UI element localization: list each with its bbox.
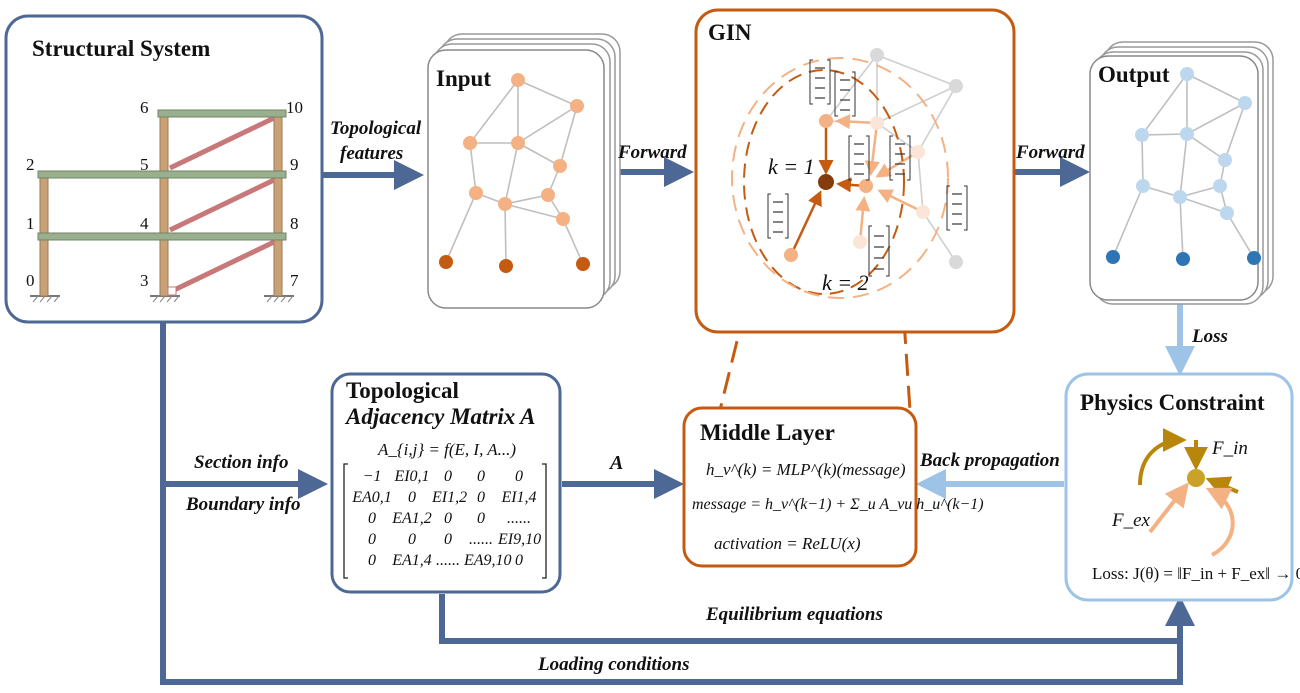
- node-number-5: 5: [140, 155, 149, 174]
- adjacency-panel: [330, 372, 562, 594]
- matrix-cell: 0: [444, 531, 452, 548]
- label-back-propagation: Back propagation: [920, 450, 1060, 471]
- matrix-cell: 0: [408, 531, 416, 548]
- matrix-cell: EI1,2: [432, 489, 468, 506]
- output-graph-nodes: [1106, 67, 1261, 266]
- matrix-cell: EI9,10: [498, 531, 542, 548]
- physics-f-ex: F_ex: [1112, 510, 1150, 531]
- matrix-cell: 0: [368, 531, 376, 548]
- matrix-cell: EI1,4: [501, 489, 537, 506]
- gin-feature-vectors: [767, 59, 968, 277]
- physics-panel: [1064, 372, 1294, 602]
- label-forward-2: Forward: [1016, 142, 1085, 163]
- gin-k2-circle: [731, 57, 949, 299]
- matrix-cell: 0: [444, 468, 452, 485]
- label-features: features: [340, 143, 404, 164]
- frame-drawing: [30, 109, 294, 303]
- middle-layer-title: Middle Layer: [700, 420, 835, 445]
- node-number-6: 6: [140, 98, 149, 117]
- label-equilibrium-equations: Equilibrium equations: [706, 604, 883, 625]
- node-number-4: 4: [140, 214, 149, 233]
- middle-layer-eq1: h_v^(k) = MLP^(k)(message): [706, 460, 906, 479]
- label-loading-conditions: Loading conditions: [538, 654, 690, 675]
- matrix-cell: 0: [408, 489, 416, 506]
- label-section-info: Section info: [194, 452, 289, 473]
- adjacency-title-line1: Topological: [346, 378, 459, 403]
- gin-k2-label: k = 2: [822, 270, 869, 295]
- matrix-row-1: EA0,1 0 EI1,2 0 EI1,4: [352, 487, 540, 508]
- middle-layer-eq3: activation = ReLU(x): [714, 534, 861, 553]
- node-number-0: 0: [26, 271, 35, 290]
- matrix-cell: 0: [368, 552, 376, 569]
- gin-panel: [694, 8, 1016, 334]
- matrix-cell: 0: [515, 468, 523, 485]
- input-graph-nodes: [439, 73, 590, 273]
- node-number-7: 7: [290, 271, 299, 290]
- matrix-left-bracket: [343, 463, 348, 579]
- gin-center-node: [818, 174, 834, 190]
- matrix-cell: ......: [469, 531, 493, 548]
- matrix-cell: ......: [507, 510, 531, 527]
- matrix-cell: 0: [368, 510, 376, 527]
- matrix-cell: EA1,4: [392, 552, 432, 569]
- physics-title: Physics Constraint: [1080, 390, 1265, 415]
- force-node: [1187, 469, 1205, 487]
- label-boundary-info: Boundary info: [186, 494, 301, 515]
- matrix-cell: ......: [436, 552, 460, 569]
- label-forward-1: Forward: [618, 142, 687, 163]
- node-number-2: 2: [26, 155, 35, 174]
- middle-layer-panel: [682, 406, 918, 568]
- structural-system-panel: [4, 14, 324, 324]
- middle-layer-eq2: message = h_v^(k−1) + Σ_u A_vu h_u^(k−1): [692, 496, 984, 513]
- matrix-row-2: 0 EA1,2 0 0......: [352, 508, 540, 529]
- connector-arrows: [160, 157, 1195, 685]
- matrix-cell: EA9,10: [464, 552, 512, 569]
- matrix-cell: −1: [362, 468, 382, 485]
- input-stack: [427, 33, 621, 309]
- input-title: Input: [436, 66, 491, 91]
- output-stack: [1089, 41, 1274, 305]
- gin-k1-label: k = 1: [768, 154, 815, 179]
- physics-loss-formula: Loss: J(θ) = ‖F_in + F_ex‖ → 0: [1092, 564, 1300, 583]
- output-title: Output: [1098, 62, 1170, 87]
- physics-f-in: F_in: [1212, 438, 1248, 459]
- adjacency-title-line2: Adjacency Matrix A: [346, 404, 536, 429]
- matrix-cell: 0: [515, 552, 523, 569]
- label-topological: Topological: [330, 118, 422, 139]
- gin-title: GIN: [708, 20, 752, 45]
- matrix-row-0: −1 EI0,1 0 0 0: [352, 466, 540, 487]
- label-a: A: [610, 452, 624, 474]
- matrix-cell: EA0,1: [352, 489, 392, 506]
- input-graph: [445, 79, 584, 267]
- matrix-cell: 0: [477, 468, 485, 485]
- matrix-cell: 0: [477, 489, 485, 506]
- matrix-cell: EA1,2: [392, 510, 432, 527]
- force-arc-gold: [1138, 428, 1187, 486]
- matrix-right-bracket: [542, 463, 547, 579]
- node-number-10: 10: [286, 98, 303, 117]
- matrix-cell: 0: [477, 510, 485, 527]
- adjacency-formula: A_{i,j} = f(E, I, A...): [378, 440, 517, 459]
- node-number-8: 8: [290, 214, 299, 233]
- node-number-9: 9: [290, 155, 299, 174]
- node-number-3: 3: [140, 271, 149, 290]
- gin-k1-circle: [743, 69, 905, 295]
- matrix-cell: 0: [444, 510, 452, 527]
- force-arc-peach: [1205, 487, 1235, 557]
- arrow-equilibrium: [439, 594, 1180, 644]
- matrix-cell: EI0,1: [394, 468, 430, 485]
- gin-feature-vector-ticks: [773, 67, 962, 270]
- label-loss: Loss: [1192, 326, 1228, 347]
- node-number-1: 1: [26, 214, 35, 233]
- matrix-row-3: 0 0 0...... EI9,10: [352, 529, 542, 550]
- structural-system-title: Structural System: [32, 36, 211, 61]
- arrow-loading-conditions: [160, 484, 1195, 685]
- gin-graph-nodes: [784, 48, 963, 269]
